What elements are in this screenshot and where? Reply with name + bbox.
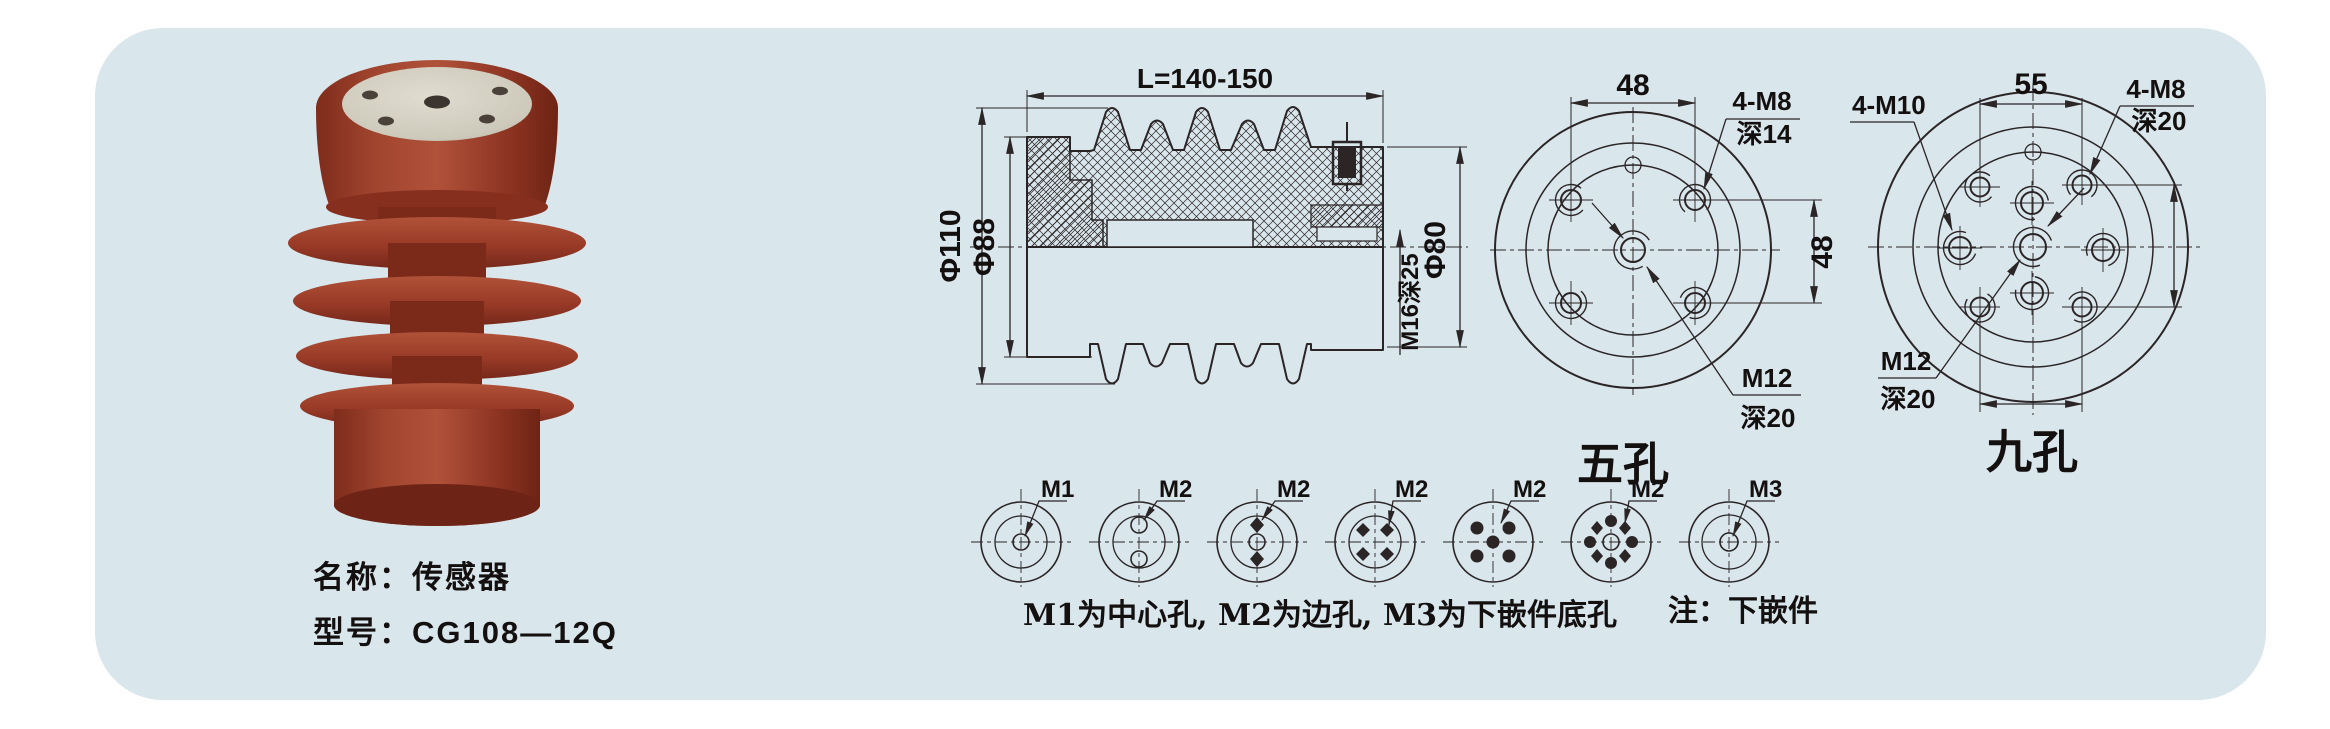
dia110-label: Φ110 <box>940 209 967 282</box>
length-dim-label: L=140-150 <box>1137 63 1273 94</box>
nine-hole-center-depth-label: 深20 <box>1881 384 1936 414</box>
product-model-label: 型号：CG108—12Q <box>313 615 618 650</box>
nine-hole-corner-holes <box>1960 165 2102 327</box>
hole-figure-7-label: M3 <box>1749 476 1782 503</box>
hole-figure-6: M2 <box>1561 476 1664 587</box>
hole-figure-3: M2 <box>1207 476 1310 587</box>
section-left-flange <box>1026 136 1104 248</box>
hole-figure-1: M1 <box>971 476 1074 587</box>
thread-note-label: M16深25 <box>1397 253 1424 350</box>
five-hole-center-thread-label: M12 <box>1742 363 1793 393</box>
product-name-label: 名称：传感器 <box>313 560 511 595</box>
section-view: L=140-150 Φ110 Φ88 M16深25 Φ80 <box>940 63 1468 386</box>
hole-pattern-row: M1 M2 M2 <box>969 475 1793 590</box>
center-hole <box>424 95 450 109</box>
hole-figure-6-label: M2 <box>1631 476 1664 503</box>
nine-hole-view: 55 4-M10 4-M8 深20 M12 深20 九孔 <box>1850 68 2200 479</box>
hole-figure-4: M2 <box>1325 476 1428 587</box>
five-hole-view: 48 48 4-M8 深14 M12 深20 五孔 <box>1490 69 1839 491</box>
dia88-label: Φ88 <box>968 218 1001 276</box>
embedded-insert <box>1331 122 1363 191</box>
hole-figure-5: M2 <box>1443 476 1546 587</box>
five-hole-corner-depth-label: 深14 <box>1737 119 1792 149</box>
section-upper-hatch <box>1026 106 1384 248</box>
hole-figure-3-label: M2 <box>1277 476 1310 503</box>
hole-figure-4-label: M2 <box>1395 476 1428 503</box>
hole-note-right: 注：下嵌件 <box>1668 594 1818 629</box>
hole-figure-5-label: M2 <box>1513 476 1546 503</box>
dia80-label: Φ80 <box>1419 221 1452 279</box>
five-hole-dim-right: 48 <box>1806 235 1839 268</box>
five-hole-dim-top: 48 <box>1616 69 1649 102</box>
insulator-body <box>288 60 586 526</box>
hole-figure-1-label: M1 <box>1041 476 1074 503</box>
nine-hole-side-thread-label: 4-M10 <box>1852 90 1926 120</box>
nine-hole-center-thread-label: M12 <box>1881 346 1932 376</box>
hole-note-left: M1为中心孔, M2为边孔, M3为下嵌件底孔 <box>1023 598 1618 633</box>
nine-hole-side-holes <box>1938 181 2125 315</box>
section-lower-outline <box>1026 247 1384 385</box>
five-hole-title: 五孔 <box>1577 437 1669 491</box>
section-core <box>1106 219 1254 248</box>
hole-figure-7: M3 <box>1679 476 1782 587</box>
nine-hole-title: 九孔 <box>1986 425 2078 479</box>
hole-figure-2-label: M2 <box>1159 476 1192 503</box>
nine-hole-corner-thread-label: 4-M8 <box>2126 74 2185 104</box>
five-hole-center-depth-label: 深20 <box>1741 403 1796 433</box>
five-hole-corner-thread-label: 4-M8 <box>1732 86 1791 116</box>
nine-hole-dim-top: 55 <box>2014 68 2047 101</box>
hole-figure-2: M2 <box>1089 476 1192 587</box>
nine-hole-corner-depth-label: 深20 <box>2132 106 2187 136</box>
product-photo <box>288 60 586 526</box>
